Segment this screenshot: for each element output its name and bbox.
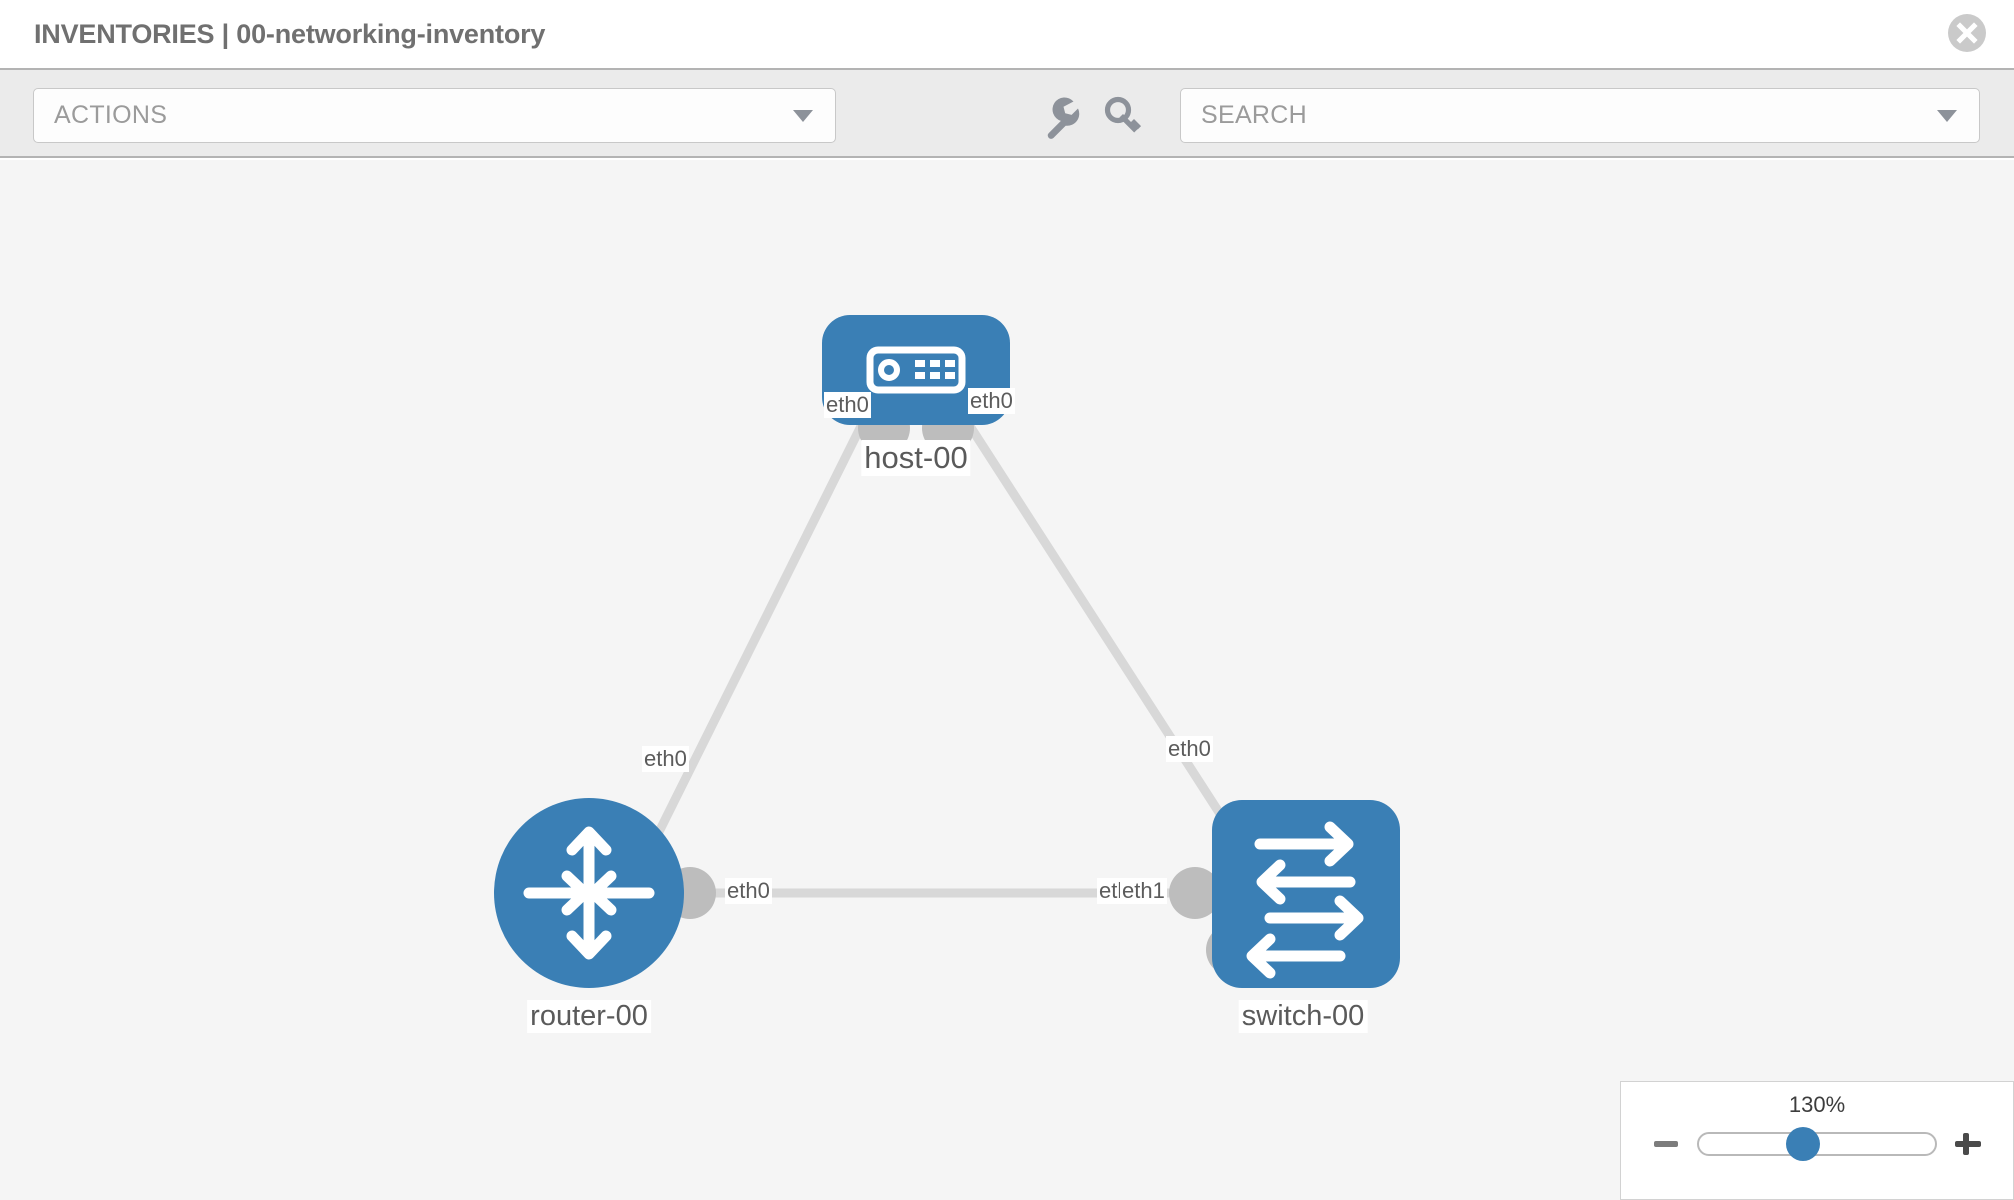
page-title: INVENTORIES | 00-networking-inventory [34,18,546,49]
port-switch00-eth1 [1169,867,1221,919]
zoom-slider-thumb[interactable] [1785,1127,1820,1161]
zoom-control-panel: 130% [1620,1081,2014,1200]
node-label-host-00: host-00 [861,440,971,476]
node-label-switch-00: switch-00 [1238,1000,1368,1033]
wrench-icon[interactable] [1038,93,1084,139]
topology-graph [494,315,1400,988]
node-switch-00 [1212,800,1400,988]
link-host00-router00 [635,389,883,873]
link-host00-switch00 [944,389,1246,851]
server-icon [866,346,966,394]
zoom-level-value: 130% [1788,1092,1846,1117]
edge-label: eth0 [1166,736,1213,762]
edge-label: eth0 [725,878,772,904]
router-icon [523,826,655,960]
minus-icon[interactable] [1651,1129,1681,1159]
node-label-router-00: router-00 [527,1000,651,1033]
edge-label: eth0 [824,392,871,418]
chevron-down-icon [793,109,813,122]
zoom-slider-track[interactable] [1697,1127,1937,1161]
node-router-00 [494,798,684,988]
edge-label: eth0 [642,746,689,772]
edge-label: eth0 [968,388,1015,414]
chevron-down-icon[interactable] [1937,109,1957,122]
search-placeholder: SEARCH [1201,101,1307,129]
key-icon[interactable] [1101,93,1147,139]
switch-icon [1246,821,1364,979]
plus-icon[interactable] [1953,1129,1983,1159]
actions-dropdown[interactable]: ACTIONS [33,88,836,143]
toolbar: ACTIONS SEARCH [0,68,2014,158]
topology-canvas[interactable]: eth0 eth0 eth0 eth0 eth0 eth eth1 host-0… [0,160,2014,1200]
close-icon[interactable] [1948,14,1986,52]
edge-label: eth1 [1120,878,1167,904]
actions-dropdown-label: ACTIONS [54,101,168,129]
page-header: INVENTORIES | 00-networking-inventory [0,0,2014,68]
search-input[interactable]: SEARCH [1180,88,1980,143]
